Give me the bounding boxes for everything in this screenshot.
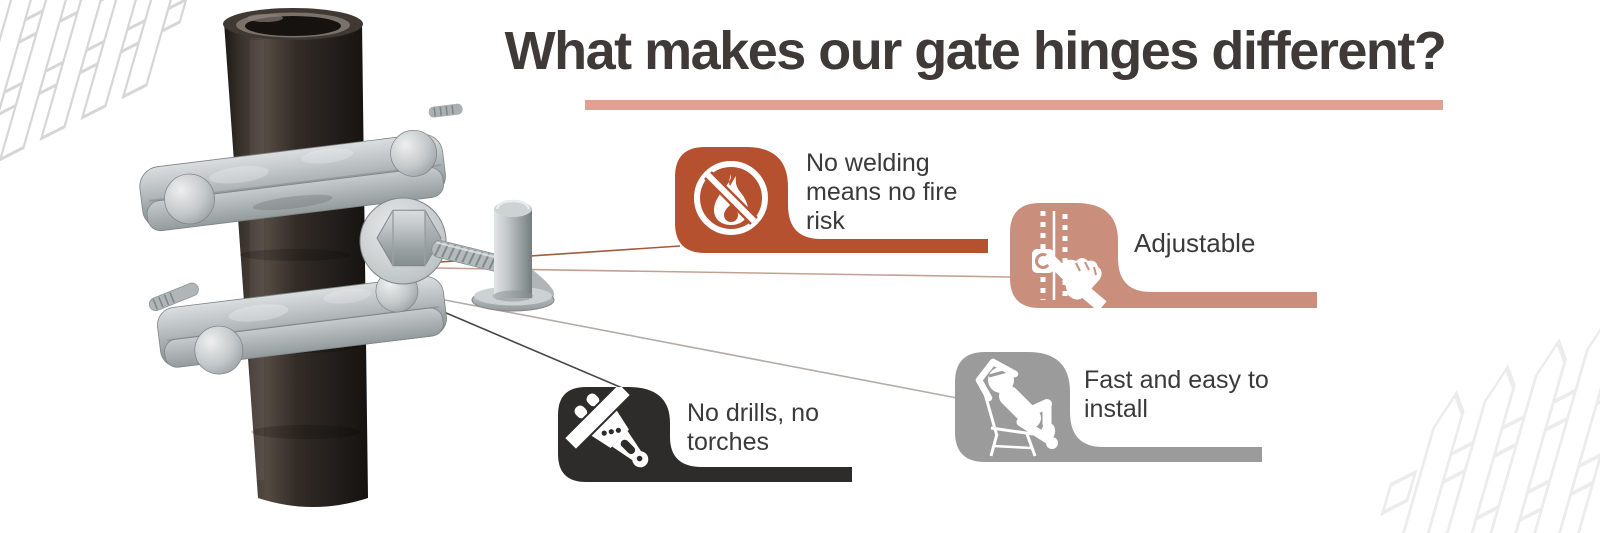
washer xyxy=(359,197,447,285)
title-underline xyxy=(585,100,1443,110)
callout-text: No welding means no fire risk xyxy=(806,149,958,235)
callout-fast-install: Fast and easy to install xyxy=(955,352,1269,462)
hex-nut xyxy=(376,209,442,267)
adjustable-slider-icon xyxy=(1032,211,1107,308)
upper-clamp xyxy=(139,103,463,232)
callout-text: Adjustable xyxy=(1134,228,1256,258)
steel-post xyxy=(223,8,368,507)
connector-no-welding xyxy=(439,245,681,263)
connector-adjustable xyxy=(433,267,1012,278)
callout-no-drills: No drills, no torches xyxy=(558,387,852,482)
page-title: What makes our gate hinges different? xyxy=(504,21,1447,81)
callout-no-welding: No welding means no fire risk xyxy=(675,147,988,253)
no-drill-icon xyxy=(562,387,649,468)
callout-text: Fast and easy to install xyxy=(1084,366,1269,423)
lower-clamp xyxy=(157,269,447,375)
clamp-stud-bolt xyxy=(148,282,199,312)
hinge-pin xyxy=(471,199,555,312)
threaded-j-bolt xyxy=(431,240,554,302)
no-fire-icon xyxy=(694,161,768,235)
picket-fence-decoration-bottom-right xyxy=(1366,285,1600,533)
callout-adjustable: Adjustable xyxy=(1010,203,1317,308)
callout-text: No drills, no torches xyxy=(687,399,819,456)
connector-no-drills xyxy=(417,300,628,391)
connector-fast-install xyxy=(423,295,958,399)
picket-fence-decoration-top-left xyxy=(0,0,200,183)
relaxing-person-icon xyxy=(975,358,1058,457)
